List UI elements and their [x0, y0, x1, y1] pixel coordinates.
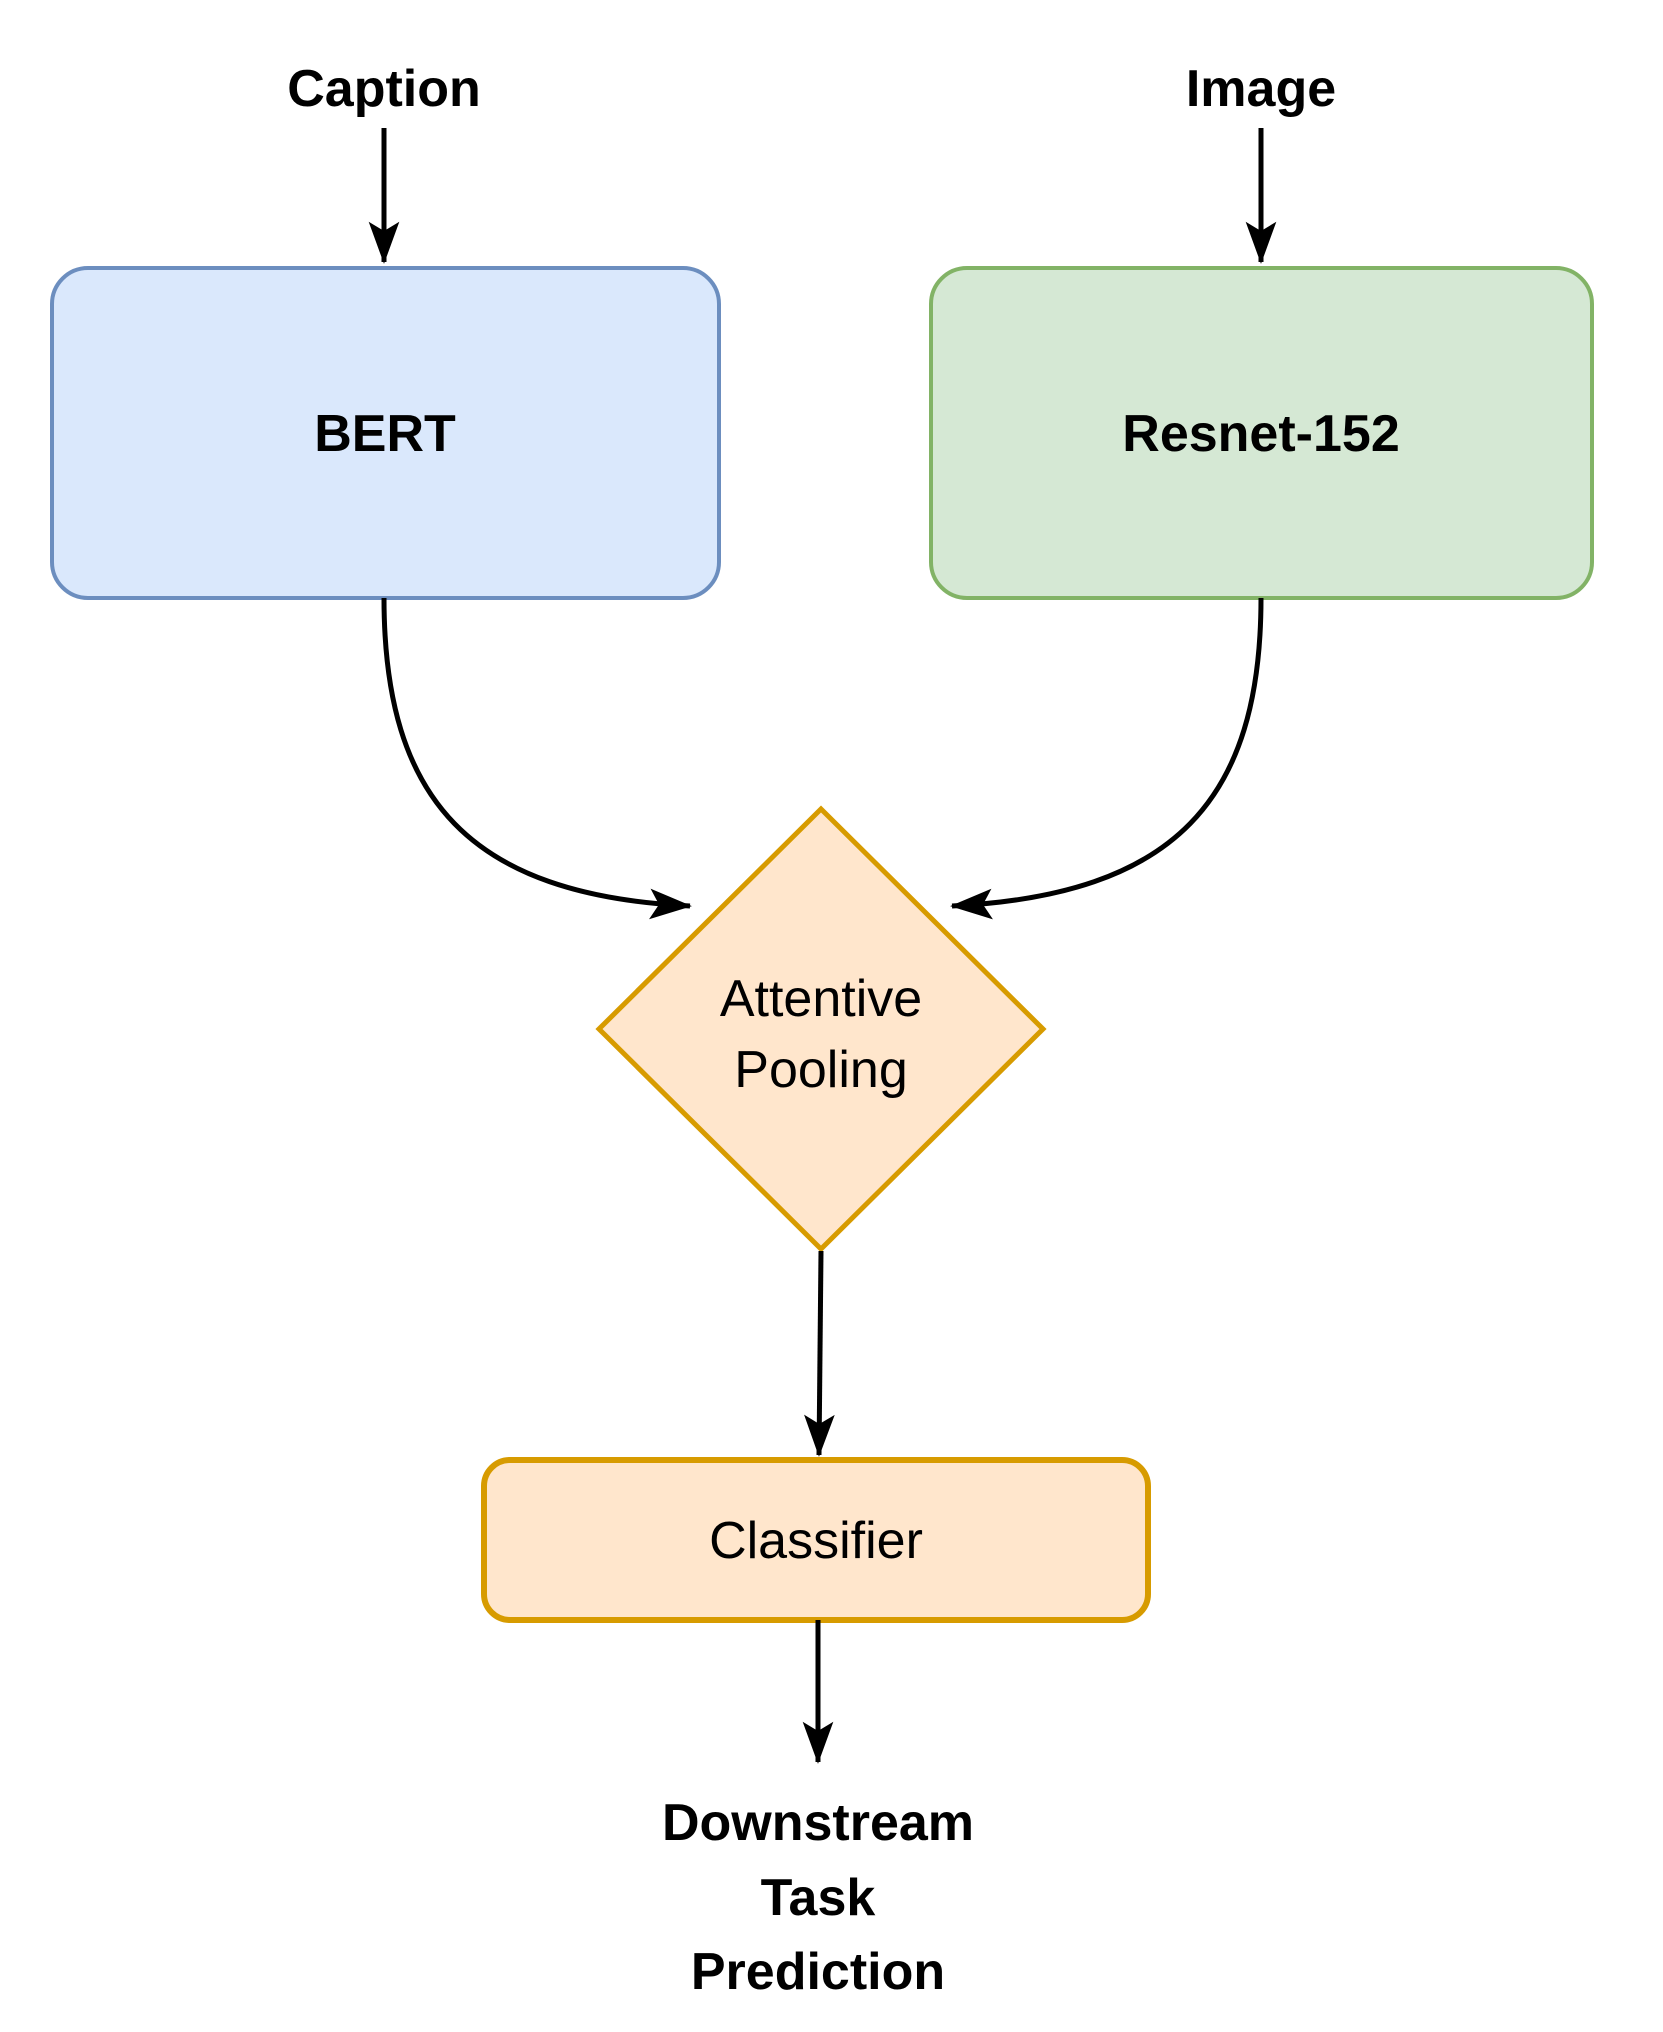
prediction-label: Downstream Task Prediction	[662, 1794, 974, 2001]
prediction-label-line3: Prediction	[691, 1943, 945, 2001]
attentive-pooling-label-line2: Pooling	[734, 1041, 907, 1099]
attentive-pooling-node-shape	[595, 805, 1047, 1253]
attentive-pooling-node: Attentive Pooling	[595, 805, 1047, 1253]
prediction-label-line2: Task	[761, 1869, 876, 1927]
bert-node: BERT	[50, 266, 721, 600]
caption-label: Caption	[287, 60, 481, 118]
resnet-node: Resnet-152	[929, 266, 1594, 600]
classifier-node: Classifier	[481, 1457, 1151, 1623]
pooling-to-classifier-edge	[804, 1250, 835, 1457]
image-label: Image	[1186, 60, 1336, 118]
bert-node-label: BERT	[314, 405, 456, 463]
resnet-node-label: Resnet-152	[1122, 405, 1399, 463]
bert-to-pooling-edge	[381, 597, 692, 920]
attentive-pooling-label-line1: Attentive	[720, 970, 922, 1028]
resnet-to-pooling-edge	[950, 597, 1264, 920]
classifier-node-label: Classifier	[709, 1512, 923, 1570]
prediction-label-line1: Downstream	[662, 1794, 974, 1852]
